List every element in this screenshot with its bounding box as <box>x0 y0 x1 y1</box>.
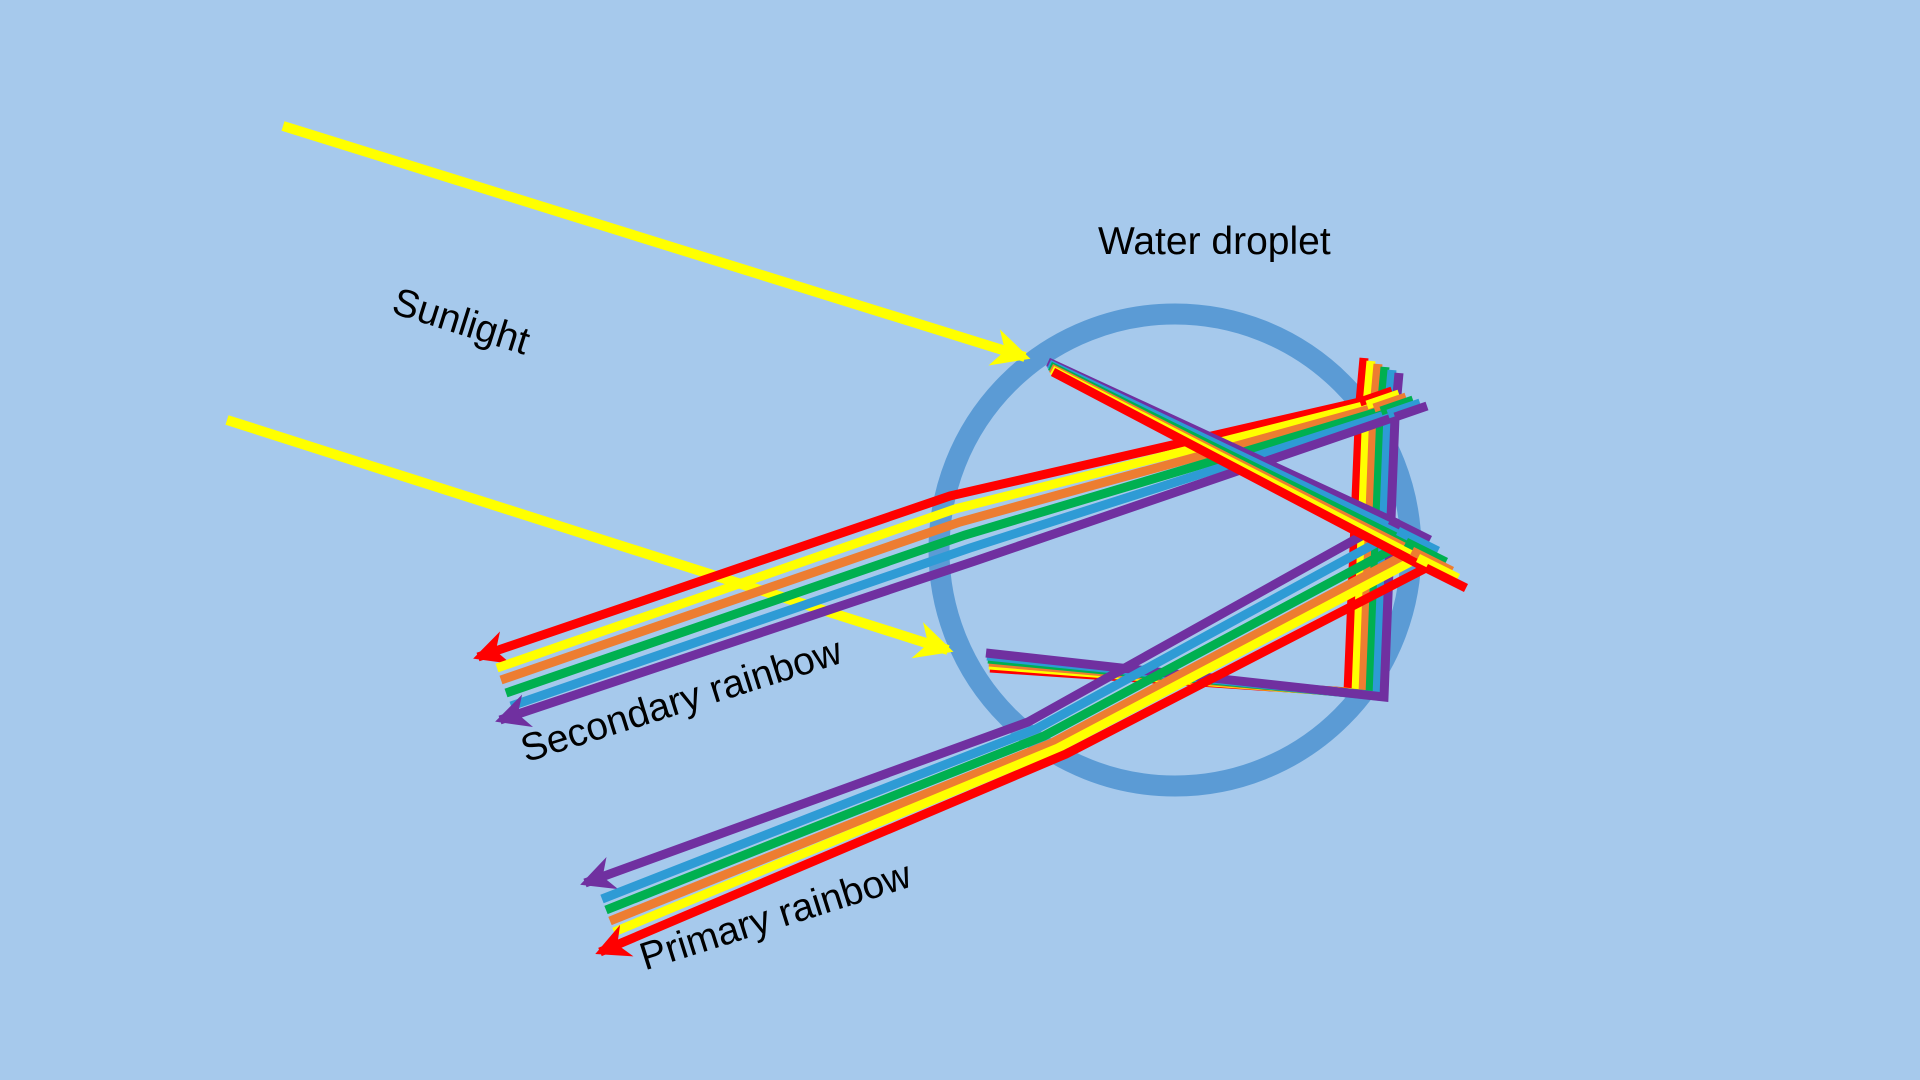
sunlight-arrow-upper <box>281 121 1031 366</box>
primary-ray-red <box>595 368 1436 957</box>
transmitted-stub-yellow-13 <box>1365 389 1401 410</box>
transmitted-stub-blue-16 <box>1386 398 1422 419</box>
transmitted-stub-purple-0 <box>1387 515 1433 545</box>
diagram-layer <box>225 121 1469 957</box>
water-droplet-label: Water droplet <box>1098 220 1331 263</box>
transmitted-stub-green-15 <box>1379 395 1415 416</box>
transmitted-stub-red-12 <box>1358 386 1394 407</box>
transmitted-stub-red-5 <box>1423 563 1469 593</box>
transmitted-stub-purple-17 <box>1393 401 1429 422</box>
transmitted-stub-red-6 <box>1355 357 1369 403</box>
transmitted-stub-blue-1 <box>1395 526 1441 556</box>
transmitted-stub-yellow-4 <box>1415 553 1461 583</box>
transmitted-stub-orange-14 <box>1372 392 1408 413</box>
transmitted-stub-green-2 <box>1403 537 1449 567</box>
